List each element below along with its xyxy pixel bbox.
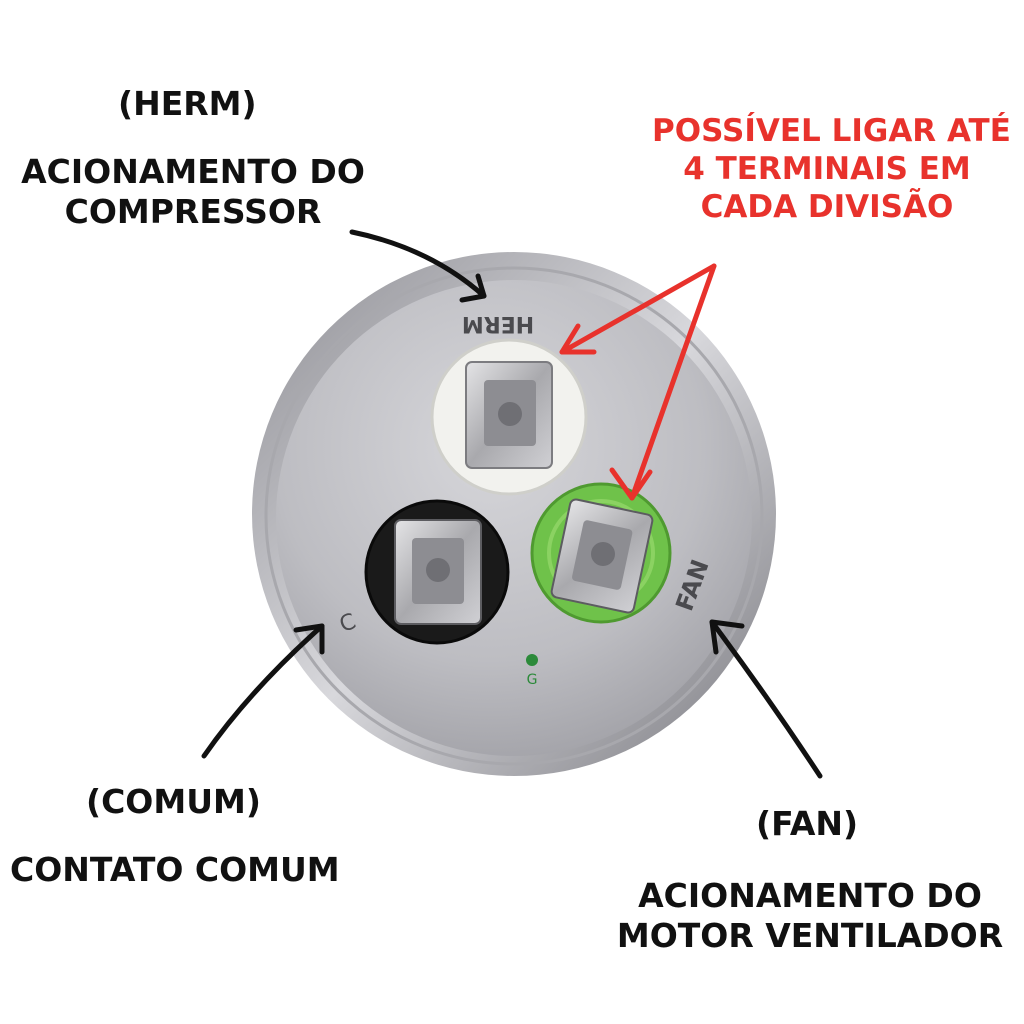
- herm-code-label: (HERM): [118, 84, 257, 123]
- fan-arrow: [709, 619, 823, 779]
- common-terminal: [364, 499, 510, 645]
- terminals-note-line-2: 4 TERMINAIS EM: [683, 150, 971, 187]
- terminals-note-line-3: CADA DIVISÃO: [700, 188, 954, 225]
- fan-description-line-2: MOTOR VENTILADOR: [616, 916, 1004, 956]
- comum-code-label: (COMUM): [86, 782, 261, 821]
- comum-arrow: [201, 623, 325, 759]
- capacitor-inner-ring: [264, 266, 764, 766]
- herm-description-line-2: COMPRESSOR: [64, 192, 322, 232]
- herm-terminal: [430, 338, 588, 496]
- ground-mark: G: [527, 672, 538, 688]
- herm-arrow: [349, 229, 487, 303]
- terminals-note: POSSÍVEL LIGAR ATÉ 4 TERMINAIS EM CADA D…: [652, 113, 1011, 226]
- fan-code-label: (FAN): [756, 804, 859, 843]
- capacitor-face: [276, 280, 752, 756]
- ground-mark-dot: [526, 654, 538, 666]
- fan-terminal: [530, 482, 672, 624]
- note-arrows: [559, 263, 717, 501]
- fan-description-line-1: ACIONAMENTO DO: [638, 876, 982, 915]
- herm-description-line-1: ACIONAMENTO DO: [21, 152, 365, 191]
- comum-description: CONTATO COMUM: [10, 850, 340, 889]
- herm-description: ACIONAMENTO DO COMPRESSOR: [12, 152, 374, 233]
- terminals-note-line-1: POSSÍVEL LIGAR ATÉ: [652, 113, 1011, 149]
- herm-mark: HERM: [462, 311, 534, 336]
- fan-description: ACIONAMENTO DO MOTOR VENTILADOR: [610, 876, 1010, 957]
